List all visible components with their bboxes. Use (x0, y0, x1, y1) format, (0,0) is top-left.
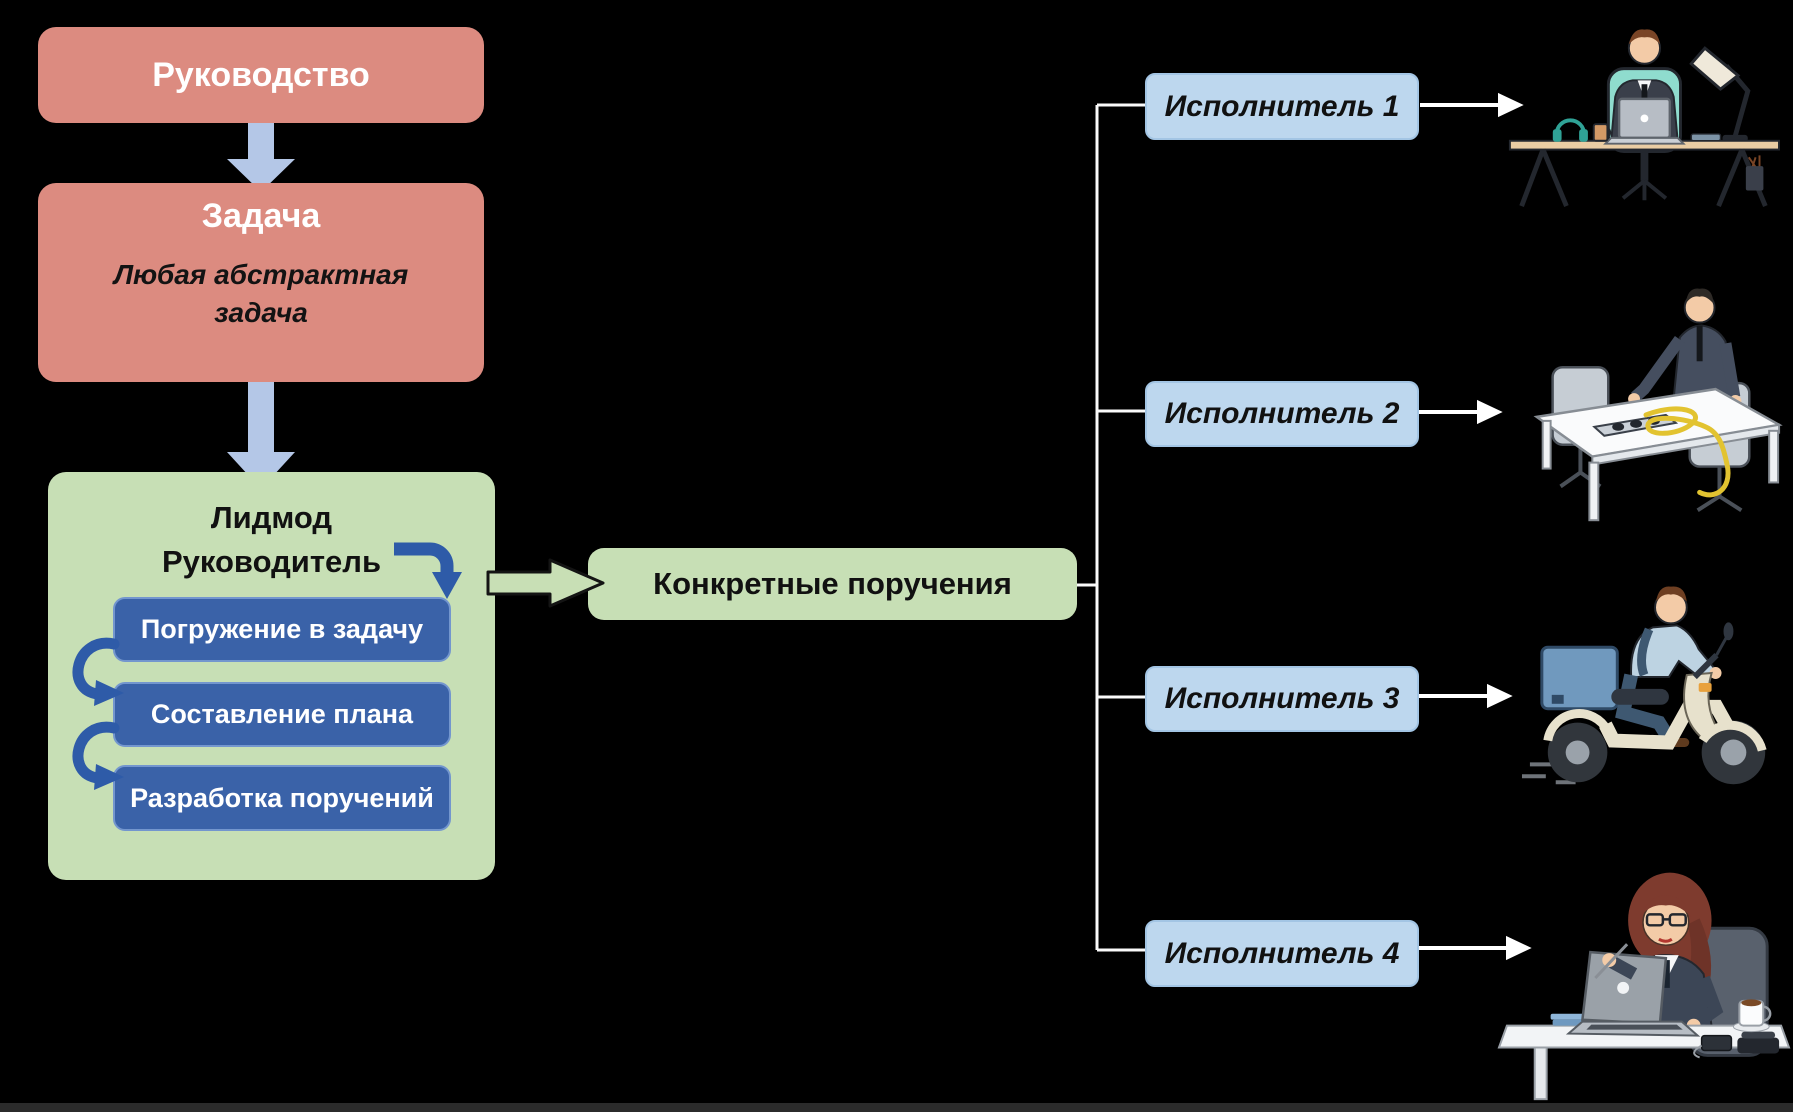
coffee-mug-icon (1592, 123, 1612, 142)
step-box-3: Разработка поручений (113, 765, 451, 831)
task-box: Задача Любая абстрактная задача (38, 183, 484, 382)
step-box-2: Составление плана (113, 682, 451, 747)
white-connector-tree (1077, 103, 1145, 952)
bottom-strip (0, 1103, 1793, 1112)
laptop-icon (1603, 97, 1686, 145)
lidmod-title-line1: Лидмод (210, 500, 333, 535)
illustration-executor-3-delivery-scooter (1521, 586, 1767, 785)
curved-arrow-step1-to-step2 (72, 637, 124, 706)
raised-hand-with-pencil (1594, 943, 1638, 980)
lips (1658, 937, 1673, 943)
person-standing (1628, 288, 1742, 407)
executor-box-4: Исполнитель 4 (1145, 920, 1419, 987)
illustration-executor-1-man-at-desk (1508, 29, 1780, 208)
leadership-box: Руководство (38, 27, 484, 123)
green-arrow-lidmod-to-orders (486, 558, 605, 608)
step-1-label: Погружение в задачу (140, 614, 424, 644)
smartphone-icon (1693, 1034, 1733, 1059)
step-box-1: Погружение в задачу (113, 597, 451, 662)
executor-box-2: Исполнитель 2 (1145, 381, 1419, 447)
lidmod-title-line2: Руководитель (161, 544, 382, 580)
desk-phone-icon (1737, 1031, 1780, 1054)
task-title: Задача (201, 197, 321, 235)
desk-lamp-icon (1689, 46, 1751, 142)
step-2-label: Составление плана (150, 699, 414, 729)
pencil (1594, 943, 1629, 979)
white-arrows-to-illustrations (1413, 92, 1532, 961)
delivery-box-icon (1540, 645, 1619, 711)
orders-label: Конкретные поручения (653, 566, 1012, 601)
executor-box-3: Исполнитель 3 (1145, 666, 1419, 732)
scooter (1543, 622, 1767, 785)
pencil-cup-icon (1745, 155, 1764, 191)
headphones-icon (1552, 118, 1588, 142)
executor-3-label: Исполнитель 3 (1164, 682, 1400, 715)
task-subtitle: Любая абстрактная задача (113, 259, 409, 328)
executor-2-label: Исполнитель 2 (1164, 397, 1400, 430)
step-3-label: Разработка поручений (130, 782, 434, 813)
rider (1615, 586, 1722, 747)
executor-4-label: Исполнитель 4 (1164, 936, 1400, 970)
yellow-cable (1643, 406, 1731, 498)
leadership-label: Руководство (152, 55, 370, 94)
executor-box-1: Исполнитель 1 (1145, 73, 1419, 140)
curved-arrow-title-to-step1 (394, 542, 462, 599)
glasses-icon (1645, 913, 1687, 927)
illustration-executor-2-man-at-table (1533, 288, 1783, 522)
arrow-leadership-to-task (227, 123, 295, 192)
notebook-icon (1690, 133, 1722, 142)
coffee-cup-icon (1732, 999, 1772, 1033)
arrow-task-to-lidmod (227, 382, 295, 489)
curved-arrow-step2-to-step3 (72, 721, 124, 790)
books-icon (1550, 1013, 1587, 1026)
orders-box: Конкретные поручения (588, 548, 1077, 620)
chair-base (1621, 149, 1668, 201)
illustration-executor-4-woman-at-desk (1497, 872, 1791, 1101)
executor-1-label: Исполнитель 1 (1164, 89, 1400, 123)
